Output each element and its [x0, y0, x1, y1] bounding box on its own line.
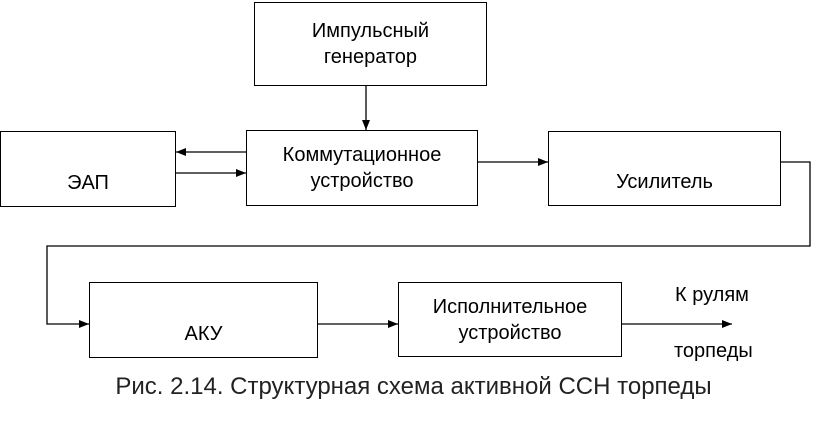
block-amplifier-label: Усилитель — [616, 171, 713, 193]
block-actuator-label: Исполнительное устройство — [432, 295, 588, 344]
block-eap: ЭАП — [0, 131, 176, 207]
block-pulse-generator-label: Импульсный генератор — [311, 20, 430, 68]
block-switching-device: Коммутационное устройство — [246, 130, 478, 206]
output-label-line1: К рулям — [675, 284, 749, 306]
figure-caption: Рис. 2.14. Структурная схема активной СС… — [115, 373, 712, 400]
output-label-line2: торпеды — [674, 340, 753, 362]
block-pulse-generator: Импульсный генератор — [254, 2, 487, 86]
block-aku-label: АКУ — [184, 323, 223, 345]
block-eap-label: ЭАП — [67, 172, 109, 194]
block-aku: АКУ — [89, 282, 318, 358]
block-switching-device-label: Коммутационное устройство — [282, 144, 442, 192]
block-actuator: Исполнительное устройство — [398, 282, 622, 357]
block-amplifier: Усилитель — [548, 131, 781, 206]
arrow-amplifier-to-aku — [46, 161, 811, 328]
